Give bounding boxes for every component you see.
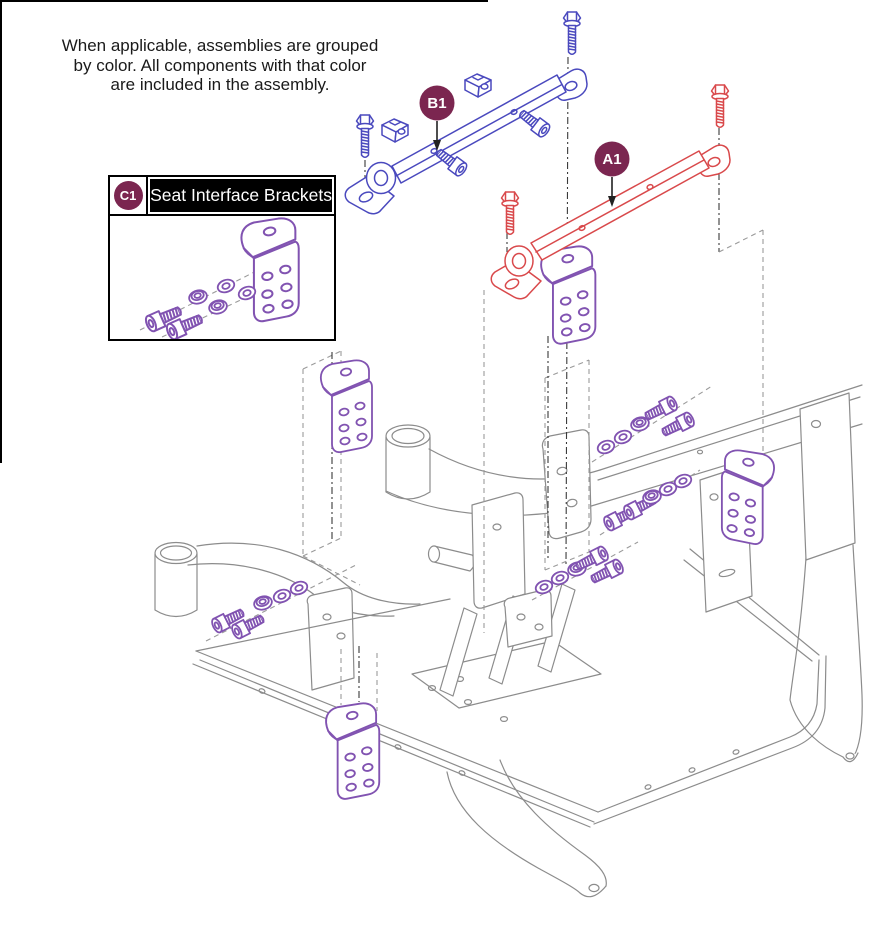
washer-icon xyxy=(595,437,617,457)
hardware-cluster-right-middle xyxy=(601,471,694,533)
legend-drawing xyxy=(110,216,334,342)
legend-title: Seat Interface Brackets xyxy=(150,179,332,212)
note-line-1: When applicable, assemblies are grouped xyxy=(61,36,379,55)
washer-icon xyxy=(271,586,293,606)
legend-badge-cell: C1 xyxy=(110,177,149,214)
l-bracket-icon xyxy=(720,449,775,545)
page-top-border xyxy=(0,0,488,2)
callout-a1: A1 xyxy=(594,141,630,207)
clamp-block-icon xyxy=(464,73,492,98)
hex-bolt-icon xyxy=(500,191,520,235)
chassis-frame xyxy=(154,384,863,898)
l-bracket-icon xyxy=(240,217,300,323)
hex-bolt-icon xyxy=(562,11,582,55)
page-left-border xyxy=(0,0,2,463)
instruction-note: When applicable, assemblies are grouped … xyxy=(28,36,412,95)
callout-b1: B1 xyxy=(419,85,455,151)
nut-icon xyxy=(206,297,230,317)
b1-left-plate xyxy=(344,175,395,215)
washer-icon xyxy=(215,276,237,296)
l-bracket-icon xyxy=(540,245,597,345)
note-line-3: are included in the assembly. xyxy=(110,75,330,94)
assembly-b1 xyxy=(344,11,588,215)
screw-icon xyxy=(515,106,553,140)
l-bracket-icon xyxy=(325,702,381,800)
c1-exploded-view xyxy=(139,217,300,342)
assembly-a1 xyxy=(490,84,731,300)
hex-bolt-icon xyxy=(355,114,375,158)
screw-icon xyxy=(641,394,680,425)
c1-badge: C1 xyxy=(113,181,143,210)
washer-icon xyxy=(612,427,634,447)
hardware-cluster-right-upper xyxy=(595,394,697,457)
a1-badge-label: A1 xyxy=(602,151,621,168)
clamp-block-icon xyxy=(381,118,409,143)
note-line-2: by color. All components with that color xyxy=(73,55,367,75)
legend-header: C1 Seat Interface Brackets xyxy=(110,177,334,216)
b1-crossbar xyxy=(391,74,567,184)
alignment-guides xyxy=(205,56,764,711)
washer-icon xyxy=(549,568,571,588)
legend-box: C1 Seat Interface Brackets xyxy=(108,175,336,342)
washer-icon xyxy=(288,578,310,598)
hex-bolt-icon xyxy=(710,84,730,128)
nut-icon xyxy=(251,593,275,613)
l-bracket-icon xyxy=(319,359,373,454)
nut-icon xyxy=(186,287,210,307)
b1-badge-label: B1 xyxy=(427,95,446,112)
